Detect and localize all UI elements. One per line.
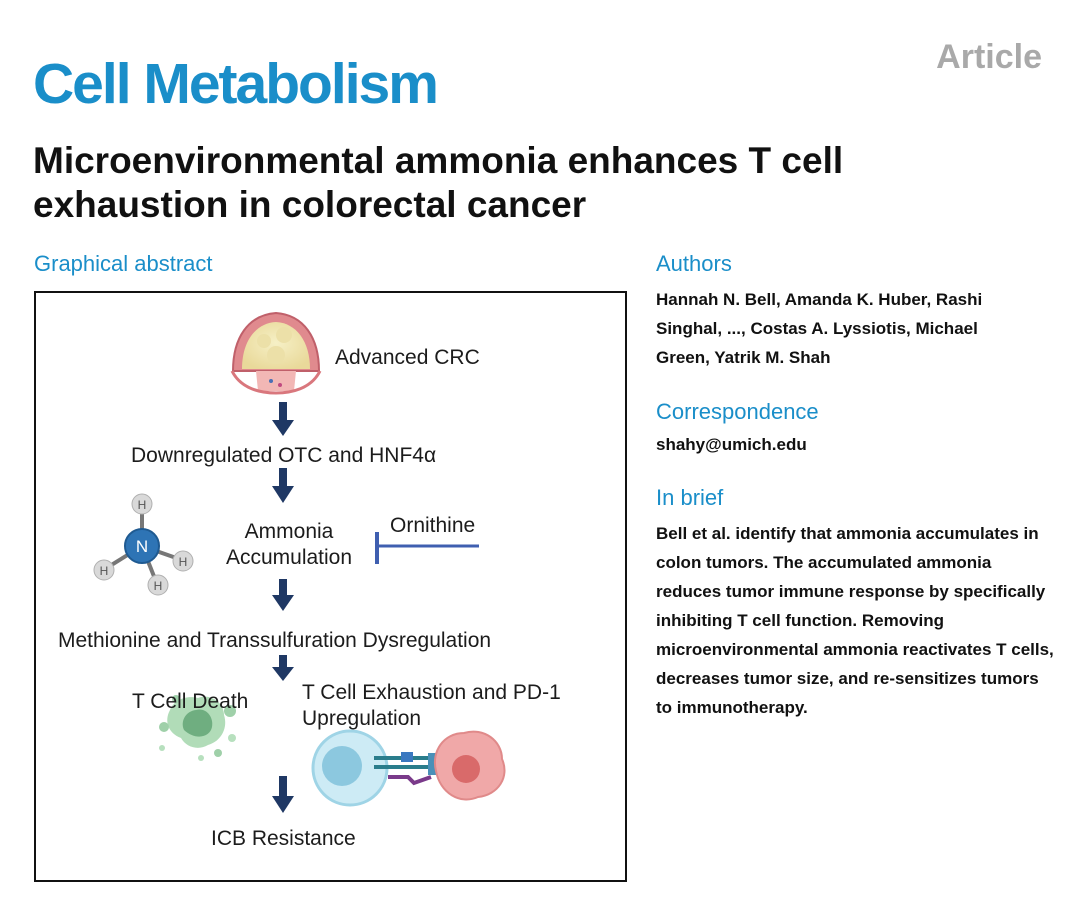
correspondence-email[interactable]: shahy@umich.edu	[656, 435, 807, 454]
label-t-cell-death: T Cell Death	[132, 690, 249, 713]
ornithine-inhibition-icon	[375, 532, 479, 564]
label-advanced-crc: Advanced CRC	[335, 346, 480, 369]
label-t-cell-exhaustion: T Cell Exhaustion and PD-1	[302, 681, 561, 704]
label-downregulated-otc-hnf4a: Downregulated OTC and HNF4α	[131, 444, 437, 467]
svg-text:H: H	[138, 498, 147, 512]
article-type-label: Article	[936, 38, 1042, 76]
tumor-icon	[230, 311, 322, 395]
label-methionine-transsulfuration: Methionine and Transsulfuration Dysregul…	[58, 629, 492, 652]
svg-text:H: H	[154, 579, 163, 593]
journal-name: Cell Metabolism	[33, 52, 439, 116]
in-brief-heading: In brief	[656, 485, 724, 510]
authors-heading: Authors	[656, 251, 732, 276]
arrow-down-icon	[272, 579, 294, 611]
dead-t-cell-icon	[159, 695, 236, 761]
svg-text:H: H	[179, 555, 188, 569]
label-ammonia: Ammonia	[244, 520, 334, 543]
svg-text:H: H	[100, 564, 109, 578]
pd1-receptor-icon	[374, 752, 438, 786]
label-accumulation: Accumulation	[225, 546, 353, 569]
label-upregulation: Upregulation	[302, 707, 422, 730]
label-icb-resistance: ICB Resistance	[211, 827, 356, 850]
arrow-down-icon	[272, 776, 294, 813]
svg-text:N: N	[136, 537, 148, 556]
label-ornithine: Ornithine	[390, 514, 476, 537]
arrow-down-icon	[272, 468, 294, 503]
correspondence-heading: Correspondence	[656, 399, 819, 424]
flow-arrows	[272, 402, 294, 813]
arrow-down-icon	[272, 655, 294, 681]
arrow-down-icon	[272, 402, 294, 436]
graphical-abstract-heading: Graphical abstract	[34, 251, 213, 276]
article-title: Microenvironmental ammonia enhances T ce…	[33, 140, 844, 225]
tumor-cell-icon	[433, 730, 506, 801]
ammonia-molecule-icon: N H H H H	[93, 493, 194, 596]
graphical-abstract-figure: N H H H H	[34, 291, 627, 882]
authors-list: Hannah N. Bell, Amanda K. Huber, Rashi S…	[656, 290, 983, 367]
in-brief-text: Bell et al. identify that ammonia accumu…	[656, 524, 1054, 717]
graphical-abstract-illustration: N H H H H	[93, 311, 506, 813]
